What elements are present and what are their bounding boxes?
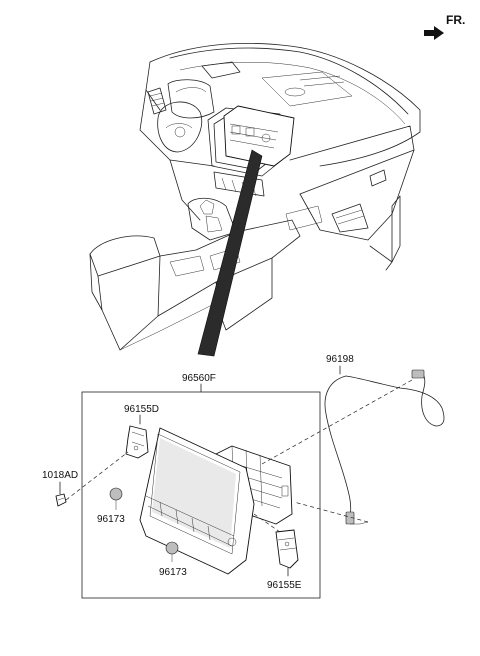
bracket-lower-right-part — [253, 513, 299, 569]
knob-left-part — [109, 487, 123, 510]
front-direction-label: FR. — [446, 13, 465, 27]
front-arrow-icon — [424, 26, 444, 40]
part-label-screw: 1018AD — [42, 470, 78, 481]
part-label-cable: 96198 — [326, 354, 354, 365]
part-label-bracket-lower-right: 96155E — [267, 580, 302, 591]
dashboard-illustration — [89, 43, 421, 351]
screw-part — [55, 451, 129, 507]
cable-part — [261, 369, 445, 525]
callout-wedge — [197, 149, 263, 357]
part-label-knob-bottom: 96173 — [159, 567, 187, 578]
bracket-upper-left-part — [125, 425, 149, 459]
head-unit-exploded — [139, 427, 293, 575]
front-direction-indicator: FR. — [424, 13, 465, 40]
knob-bottom-part — [165, 541, 179, 562]
part-label-bracket-upper-left: 96155D — [124, 404, 159, 415]
part-label-knob-left: 96173 — [97, 514, 125, 525]
part-label-head-unit: 96560F — [182, 373, 216, 384]
